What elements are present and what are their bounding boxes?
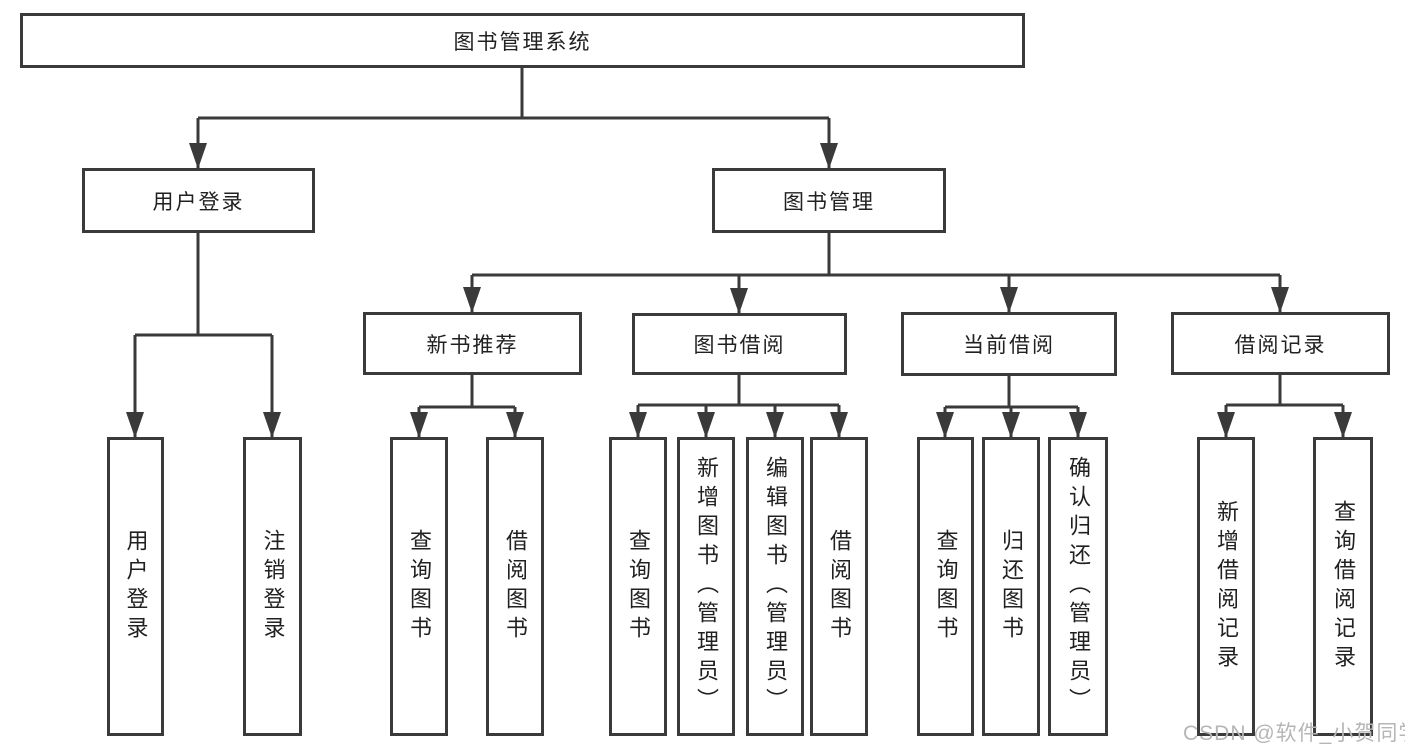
node-label: 借阅图书 [827, 528, 852, 645]
node-leaf-query-borrow-record: 查询借阅记录 [1313, 437, 1373, 736]
connector-user-login [126, 233, 281, 438]
node-label: 用户登录 [123, 528, 149, 645]
node-label: 查询图书 [626, 528, 651, 645]
node-book-borrowing: 图书借阅 [632, 313, 847, 375]
node-label: 编辑图书（管理员） [763, 456, 788, 717]
node-leaf-add-borrow-record: 新增借阅记录 [1197, 437, 1255, 736]
connector-book-borrowing [629, 375, 848, 438]
node-new-book-recommendation: 新书推荐 [363, 312, 582, 375]
node-leaf-logout: 注销登录 [243, 437, 302, 736]
node-borrowing-records: 借阅记录 [1171, 312, 1390, 375]
node-label: 查询借阅记录 [1331, 499, 1356, 674]
connector-root [189, 68, 838, 169]
node-label: 归还图书 [999, 528, 1024, 645]
node-label: 当前借阅 [963, 334, 1055, 357]
node-label: 查询图书 [407, 528, 432, 645]
node-label: 图书管理系统 [453, 30, 592, 54]
node-book-management: 图书管理 [712, 168, 946, 233]
node-label: 新增借阅记录 [1214, 499, 1239, 674]
node-label: 借阅图书 [503, 528, 528, 645]
node-leaf-confirm-return-admin: 确认归还（管理员） [1048, 437, 1108, 736]
connector-book-management [463, 233, 1289, 314]
node-user-login: 用户登录 [82, 168, 315, 233]
node-leaf-borrow-books: 借阅图书 [810, 437, 868, 736]
node-library-management-system: 图书管理系统 [20, 13, 1025, 68]
node-leaf-user-login: 用户登录 [107, 437, 164, 736]
node-leaf-borrow-books-recommend: 借阅图书 [486, 437, 544, 736]
connector-current-borrowing [936, 376, 1087, 438]
node-leaf-query-books-borrowing: 查询图书 [609, 437, 667, 736]
node-label: 查询图书 [933, 528, 959, 645]
node-leaf-return-books: 归还图书 [982, 437, 1040, 736]
node-leaf-query-books-current: 查询图书 [917, 437, 974, 736]
node-label: 新增图书（管理员） [694, 456, 719, 717]
node-label: 借阅记录 [1234, 333, 1327, 357]
node-label: 注销登录 [260, 528, 286, 645]
node-label: 图书管理 [783, 190, 875, 214]
node-label: 图书借阅 [693, 334, 786, 357]
node-label: 确认归还（管理员） [1066, 456, 1091, 717]
node-label: 新书推荐 [426, 333, 519, 357]
node-leaf-add-books-admin: 新增图书（管理员） [677, 437, 735, 736]
node-leaf-edit-books-admin: 编辑图书（管理员） [746, 437, 804, 736]
node-leaf-query-books-recommend: 查询图书 [390, 437, 448, 736]
connector-borrowing-records [1217, 375, 1352, 438]
node-label: 用户登录 [152, 190, 245, 214]
node-current-borrowing: 当前借阅 [901, 312, 1117, 376]
csdn-watermark: CSDN @软件_小贺同学 [1183, 722, 1405, 745]
connector-new-book-recommendation [410, 375, 524, 438]
